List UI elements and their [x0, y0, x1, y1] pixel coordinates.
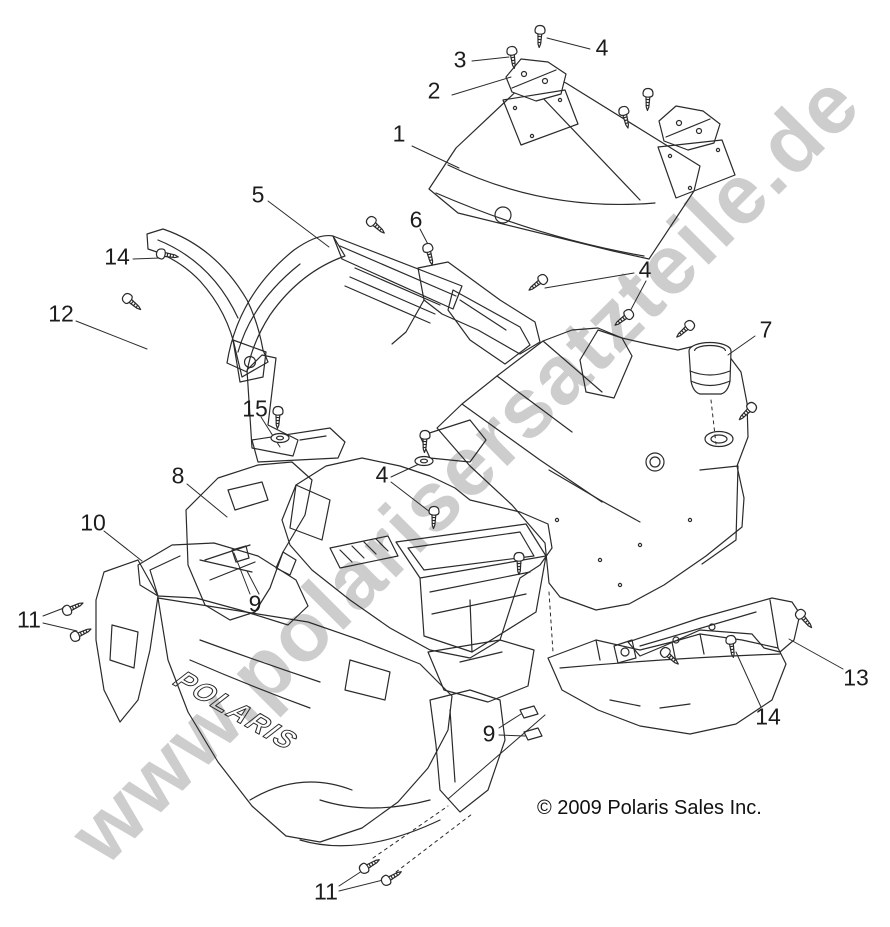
callout-9-left: 9: [248, 590, 262, 617]
polaris-logo: POLARIS: [168, 665, 305, 755]
callout-5: 5: [251, 181, 265, 208]
callout-3: 3: [453, 46, 467, 73]
part-brace-right: [613, 597, 801, 664]
callout-6: 6: [409, 206, 423, 233]
part-front-fascia: POLARIS: [95, 542, 506, 847]
part-hinge-left: [502, 58, 579, 146]
callout-15: 15: [242, 395, 268, 422]
callout-11-bottom: 11: [314, 878, 338, 905]
callout-13: 13: [843, 664, 869, 691]
callout-11-left: 11: [17, 606, 41, 633]
callout-14-left: 14: [104, 243, 130, 270]
callout-7: 7: [759, 316, 773, 343]
leader-lines: [42, 37, 844, 892]
part-main-body: [436, 327, 749, 611]
part-cup-holder: [688, 341, 732, 395]
callout-1: 1: [392, 120, 406, 147]
part-hinge-right: [657, 105, 736, 199]
callout-9-bottom: 9: [482, 720, 496, 747]
part-clips: [519, 705, 543, 741]
callout-10: 10: [80, 509, 106, 536]
part-floor-bin: [281, 457, 553, 703]
callout-4-mid: 4: [638, 256, 652, 283]
part-brace-left: [146, 228, 269, 383]
callout-4-top: 4: [595, 34, 609, 61]
part-hood: [428, 74, 701, 260]
callout-14-right: 14: [755, 703, 781, 730]
callout-12: 12: [48, 300, 74, 327]
copyright-text: © 2009 Polaris Sales Inc.: [537, 797, 762, 819]
callout-2: 2: [427, 77, 441, 104]
assembly-guide-lines: [372, 399, 717, 873]
part-front-rack: [226, 234, 541, 463]
fasteners: [60, 24, 817, 888]
callout-8: 8: [171, 462, 185, 489]
callout-4-center: 4: [375, 461, 389, 488]
